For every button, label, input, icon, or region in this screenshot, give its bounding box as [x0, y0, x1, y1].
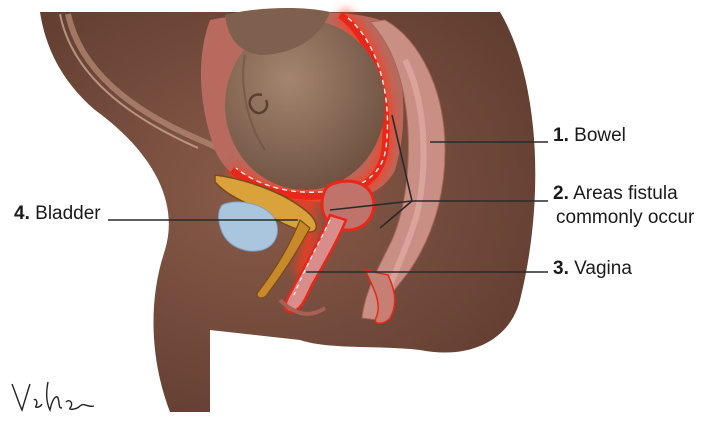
label-areas-fistula: 2. Areas fistula: [553, 183, 678, 205]
label-vagina: 3. Vagina: [553, 258, 632, 280]
label-areas-fistula-line2: commonly occur: [556, 207, 694, 229]
label-areas-number: 2.: [553, 183, 569, 204]
label-areas-text-line2: commonly occur: [556, 207, 694, 228]
label-areas-text: Areas fistula: [573, 183, 678, 204]
artist-signature: [10, 378, 100, 414]
label-bowel: 1. Bowel: [553, 125, 626, 147]
label-bladder-number: 4.: [14, 203, 30, 224]
label-vagina-number: 3.: [553, 258, 569, 279]
label-vagina-text: Vagina: [574, 258, 632, 279]
label-bladder-text: Bladder: [35, 203, 101, 224]
label-bladder: 4. Bladder: [14, 203, 101, 225]
label-bowel-text: Bowel: [574, 125, 626, 146]
label-bowel-number: 1.: [553, 125, 569, 146]
